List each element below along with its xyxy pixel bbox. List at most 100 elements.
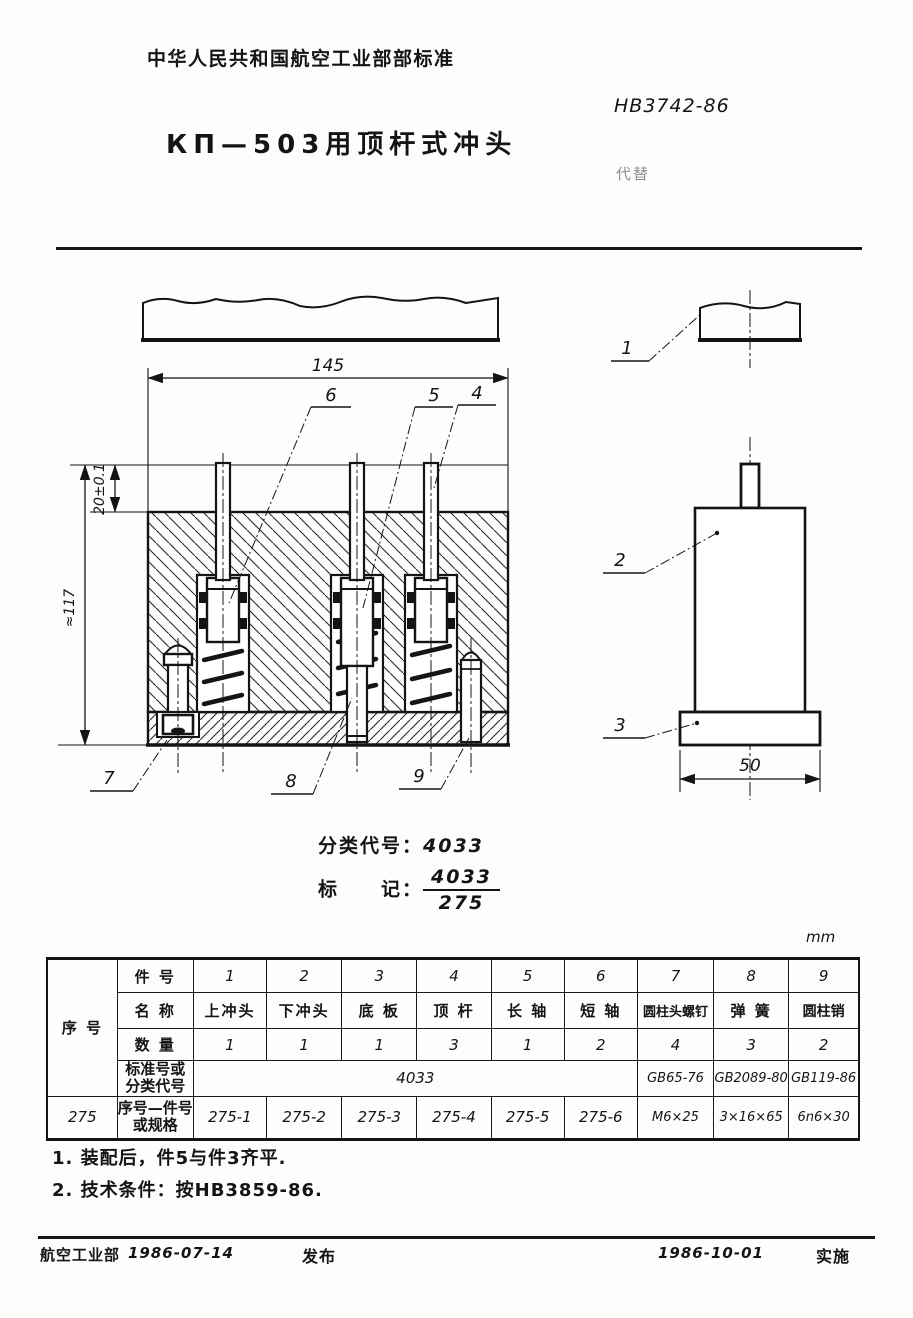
part-no-cell: 4 xyxy=(416,958,492,993)
spec-cell: 275-5 xyxy=(490,1095,565,1140)
name-cell: 圆柱销 xyxy=(788,992,860,1029)
classification-line: 分类代号：4033 xyxy=(318,831,484,858)
footer-impl-date: 1986-10-01 xyxy=(658,1244,764,1262)
part2-view xyxy=(693,462,807,714)
standard-gb-cell: GB65-76 xyxy=(636,1060,715,1097)
standard-shared-cell: 4033 xyxy=(192,1060,638,1097)
header-divider xyxy=(56,247,862,250)
spec-cell: 3×16×65 xyxy=(713,1095,790,1140)
table-row-part-no: 序 号 件 号 1 2 3 4 5 6 7 8 9 xyxy=(46,958,860,1097)
qty-cell: 2 xyxy=(788,1028,860,1061)
footer-org: 航空工业部 xyxy=(40,1246,121,1264)
name-cell: 顶 杆 xyxy=(416,992,492,1029)
spec-cell: 275-3 xyxy=(341,1095,418,1140)
qty-cell: 3 xyxy=(713,1028,790,1061)
callout-3-text: 3 xyxy=(614,715,625,736)
qty-cell: 4 xyxy=(636,1028,715,1061)
standard-header-cell: 标准号或分类代号 xyxy=(116,1060,194,1097)
name-cell: 下冲头 xyxy=(266,992,343,1029)
qty-header-cell: 数 量 xyxy=(116,1028,194,1061)
note-2: 2. 技术条件：按HB3859-86. xyxy=(52,1180,323,1201)
standard-header-line2: 分类代号 xyxy=(125,1077,186,1096)
spec-header-line1: 序号—件号 xyxy=(117,1098,193,1117)
supersedes-label: 代替 xyxy=(616,165,651,183)
callout-6-text: 6 xyxy=(325,385,336,406)
qty-cell: 2 xyxy=(563,1028,638,1061)
table-row-name: 名 称 上冲头 下冲头 底 板 顶 杆 长 轴 短 轴 圆柱头螺钉 弹 簧 圆柱… xyxy=(47,992,860,1029)
parts-table: 序 号 件 号 1 2 3 4 5 6 7 8 9 名 称 上冲头 下冲头 底 … xyxy=(46,957,860,1141)
part-no-cell: 3 xyxy=(341,958,418,993)
table-row-qty: 数 量 1 1 1 3 1 2 4 3 2 xyxy=(47,1028,860,1061)
footer-issue-date: 1986-07-14 xyxy=(128,1244,234,1262)
callout-8-text: 8 xyxy=(285,771,296,792)
callout-9-text: 9 xyxy=(413,766,424,787)
page-title: КП—503用顶杆式冲头 xyxy=(166,130,518,160)
standard-header-line1: 标准号或 xyxy=(125,1060,186,1078)
spec-header-line2: 或规格 xyxy=(132,1116,178,1134)
callout-5: 5 xyxy=(362,385,453,609)
qty-cell: 1 xyxy=(192,1028,268,1061)
name-header-cell: 名 称 xyxy=(116,992,194,1029)
dimension-20: 20±0.1 xyxy=(70,463,508,515)
classification-label: 分类代号： xyxy=(318,835,424,857)
standard-gb-cell: GB119-86 xyxy=(788,1060,860,1097)
standard-number: HB3742-86 xyxy=(614,95,730,117)
classification-value: 4033 xyxy=(423,835,484,857)
footer-divider xyxy=(38,1236,875,1239)
part3-view xyxy=(678,710,822,747)
name-cell: 圆柱头螺钉 xyxy=(636,992,715,1029)
part-no-cell: 7 xyxy=(636,958,715,993)
name-cell: 上冲头 xyxy=(192,992,268,1029)
note-1: 1. 装配后，件5与件3齐平. xyxy=(52,1148,287,1169)
name-cell: 短 轴 xyxy=(563,992,638,1029)
callout-7: 7 xyxy=(90,739,168,792)
dim-117-text: ≈117 xyxy=(62,589,78,628)
part-no-cell: 2 xyxy=(266,958,343,993)
spec-cell: 6n6×30 xyxy=(788,1095,860,1140)
standard-gb-cell: GB2089-80 xyxy=(713,1060,790,1097)
dim-50-text: 50 xyxy=(739,756,761,776)
dimension-50: 50 xyxy=(679,750,821,792)
part-no-cell: 8 xyxy=(713,958,790,993)
part-no-cell: 6 xyxy=(563,958,638,993)
qty-cell: 1 xyxy=(341,1028,418,1061)
table-row-standard: 标准号或分类代号 4033 GB65-76 GB2089-80 GB119-86 xyxy=(47,1060,860,1097)
marking-denominator: 275 xyxy=(438,892,485,914)
callout-2-text: 2 xyxy=(614,550,625,571)
footer-publish-label: 发布 xyxy=(302,1247,337,1266)
part-no-cell: 5 xyxy=(490,958,565,993)
dimension-117: ≈117 xyxy=(58,464,148,746)
qty-cell: 1 xyxy=(266,1028,343,1061)
callout-4: 4 xyxy=(433,383,496,489)
footer-impl-label: 实施 xyxy=(816,1247,851,1266)
spec-header-cell: 序号—件号或规格 xyxy=(116,1095,194,1140)
dim-20-text: 20±0.1 xyxy=(92,463,108,515)
name-cell: 长 轴 xyxy=(490,992,565,1029)
dim-145-text: 145 xyxy=(312,356,344,376)
callout-4-text: 4 xyxy=(471,383,482,404)
spec-cell: M6×25 xyxy=(636,1095,715,1140)
unit-label: mm xyxy=(806,928,836,946)
name-cell: 底 板 xyxy=(341,992,418,1029)
qty-cell: 1 xyxy=(490,1028,565,1061)
marking-numerator: 4033 xyxy=(423,866,500,891)
callout-9: 9 xyxy=(399,737,470,790)
spec-cell: 275-6 xyxy=(563,1095,638,1140)
callout-7-text: 7 xyxy=(103,768,115,789)
name-cell: 弹 簧 xyxy=(713,992,790,1029)
marking-label: 标 记： xyxy=(318,878,424,901)
callout-2: 2 xyxy=(603,530,720,574)
part1-view xyxy=(698,300,802,342)
series-value-cell: 275 xyxy=(46,1095,118,1140)
series-header-cell: 序 号 xyxy=(46,958,118,1097)
standard-org-title: 中华人民共和国航空工业部部标准 xyxy=(147,48,455,70)
table-row-spec: 275 序号—件号或规格 275-1 275-2 275-3 275-4 275… xyxy=(46,1095,860,1140)
callout-3: 3 xyxy=(603,715,700,739)
technical-drawing: 145 20±0.1 ≈117 xyxy=(58,290,822,800)
qty-cell: 3 xyxy=(416,1028,492,1061)
part-no-cell: 9 xyxy=(788,958,860,993)
part-no-cell: 1 xyxy=(192,958,268,993)
